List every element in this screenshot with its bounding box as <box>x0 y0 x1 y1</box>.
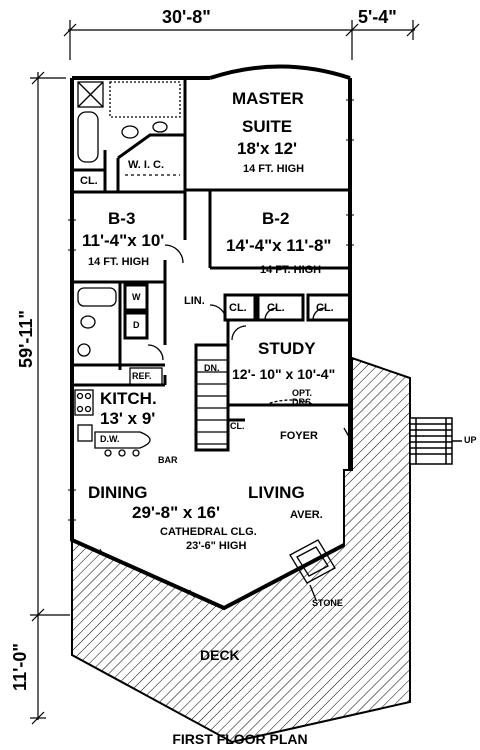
right-width-dimension: 5'-4" <box>358 7 397 27</box>
deck-depth-dimension: 11'-0" <box>10 643 30 691</box>
bedroom-3-name: B-3 <box>108 209 136 228</box>
top-dimension-lines <box>63 20 420 60</box>
interior-walls <box>72 78 352 452</box>
bedroom-2-size: 14'-4"x 11'-8" <box>226 236 332 255</box>
dishwasher-label: D.W. <box>100 434 120 444</box>
dining-label: DINING <box>88 483 148 502</box>
bar-label: BAR <box>158 455 178 465</box>
deck-label: DECK <box>200 647 240 663</box>
overall-width-dimension: 30'-8" <box>162 7 211 27</box>
study-name: STUDY <box>258 339 316 358</box>
master-suite-size: 18'x 12' <box>237 139 298 158</box>
kitchen-name: KITCH. <box>100 389 157 408</box>
great-room-size: 29'-8" x 16' <box>132 503 220 522</box>
great-room-size-suffix: AVER. <box>290 509 323 521</box>
study-size: 12'- 10" x 10'-4" <box>232 366 336 382</box>
fixtures <box>74 81 353 601</box>
dryer-label: D <box>133 320 140 330</box>
up-label: UP <box>464 435 477 445</box>
closet-label-left: CL. <box>80 175 98 187</box>
bedroom-3-height: 14 FT. HIGH <box>88 256 150 268</box>
optional-doors-label-line2: DRS. <box>292 397 314 407</box>
ceiling-height: 23'-6" HIGH <box>186 540 247 552</box>
master-suite-height: 14 FT. HIGH <box>243 163 305 175</box>
closet-label-3: CL. <box>316 302 334 314</box>
linen-closet-label: LIN. <box>184 295 205 307</box>
bedroom-3-size: 11'-4"x 10' <box>82 231 165 250</box>
overall-height-dimension: 59'-11" <box>16 310 36 368</box>
walk-in-closet-label: W. I. C. <box>128 159 165 171</box>
deck-stairs <box>409 417 453 465</box>
washer-label: W <box>132 292 141 302</box>
master-suite-name-line2: SUITE <box>242 117 293 136</box>
ceiling-type: CATHEDRAL CLG. <box>160 526 257 538</box>
plan-title: FIRST FLOOR PLAN <box>172 731 308 747</box>
bedroom-2-name: B-2 <box>262 209 290 228</box>
stairs-down-label: DN. <box>204 363 220 373</box>
windows <box>68 99 354 598</box>
optional-doors-label: OPT. <box>292 388 313 398</box>
closet-label-2: CL. <box>267 302 285 314</box>
stone-label: STONE <box>312 598 343 608</box>
refrigerator-label: REF. <box>132 371 152 381</box>
left-dimension-lines <box>30 71 70 725</box>
master-suite-name: MASTER <box>232 89 304 108</box>
living-label: LIVING <box>248 483 305 502</box>
stair-closet-label: CL. <box>230 421 245 431</box>
bedroom-2-height: 14 FT. HIGH <box>260 264 322 276</box>
foyer-label: FOYER <box>280 430 318 442</box>
kitchen-size: 13' x 9' <box>100 409 156 428</box>
closet-label-1: CL. <box>229 302 247 314</box>
